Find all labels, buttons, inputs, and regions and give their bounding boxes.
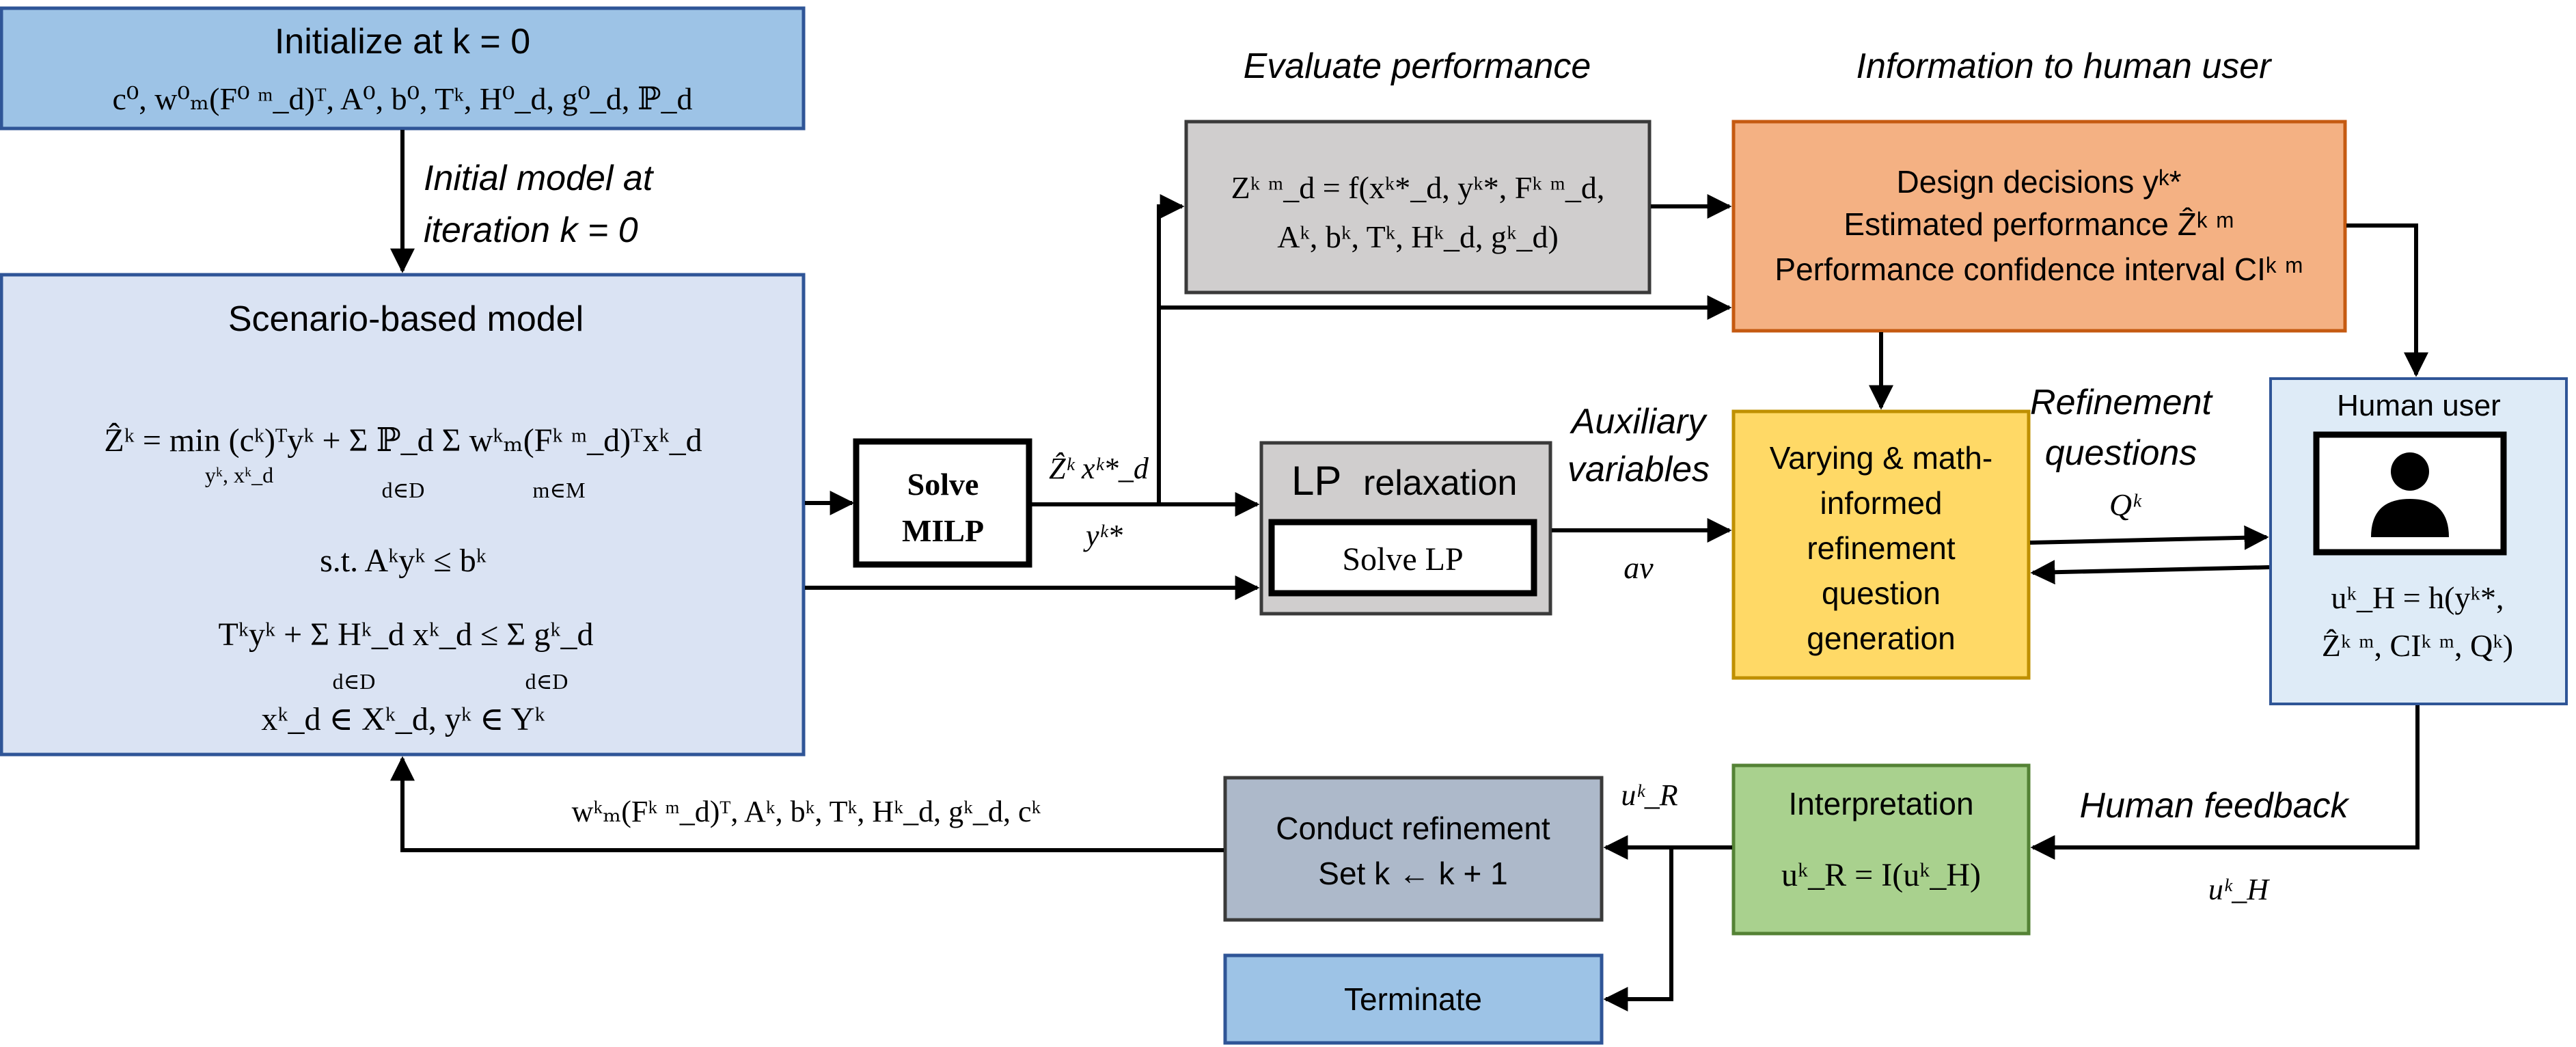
scenario-model-box: Scenario-based model Ẑᵏ = min (cᵏ)ᵀyᵏ + … — [0, 273, 806, 757]
arrow-milp-to-evaluate — [1157, 194, 1185, 504]
lp-title-lp: LP — [1291, 458, 1341, 504]
arrow-refinement-to-model — [390, 756, 1224, 852]
lp-relaxation-box: LP relaxation Solve LP — [1259, 441, 1552, 616]
interpretation-title: Interpretation — [1788, 786, 1973, 821]
label-human-feedback: Human feedback — [2079, 786, 2350, 826]
label-auxiliary-1: Auxiliary — [1570, 402, 1708, 441]
label-y-k: yᵏ* — [1083, 519, 1123, 552]
arrow-information-to-user — [2346, 223, 2428, 377]
arrow-question-to-user — [2029, 525, 2269, 550]
label-refinement-questions-2: questions — [2045, 433, 2197, 473]
conduct-refinement-bg — [1223, 776, 1604, 922]
constraint-sum-d-left: d∈D — [333, 669, 376, 694]
person-icon — [2371, 452, 2449, 537]
arrows — [390, 130, 2428, 1011]
label-feedback-params: wᵏₘ(Fᵏ ᵐ_d)ᵀ, Aᵏ, bᵏ, Tᵏ, Hᵏ_d, gᵏ_d, cᵏ — [572, 795, 1041, 828]
scenario-model-bg — [0, 273, 806, 757]
label-evaluate-performance: Evaluate performance — [1244, 46, 1591, 86]
initialize-box-bg — [0, 6, 806, 131]
evaluate-formula-line2: Aᵏ, bᵏ, Tᵏ, Hᵏ_d, gᵏ_d) — [1277, 219, 1559, 254]
question-line5: generation — [1807, 621, 1955, 656]
constraint-main: Tᵏyᵏ + Σ Hᵏ_d xᵏ_d ≤ Σ gᵏ_d — [219, 616, 594, 653]
solve-lp-label: Solve LP — [1342, 541, 1463, 577]
arrow-interpretation-to-terminate — [1603, 847, 1673, 1011]
label-initial-model-1: Initial model at — [424, 159, 655, 198]
evaluate-box: Zᵏ ᵐ_d = f(xᵏ*_d, yᵏ*, Fᵏ ᵐ_d, Aᵏ, bᵏ, T… — [1184, 120, 1652, 295]
initialize-box: Initialize at k = 0 c⁰, w⁰ₘ(F⁰ ᵐ_d)ᵀ, A⁰… — [0, 6, 806, 131]
label-initial-model-2: iteration k = 0 — [424, 210, 638, 250]
question-line4: question — [1822, 575, 1941, 611]
interpretation-box: Interpretation uᵏ_R = I(uᵏ_H) — [1731, 763, 2031, 936]
information-line2: Estimated performance Ẑᵏ ᵐ — [1844, 206, 2234, 242]
scenario-model-title: Scenario-based model — [228, 299, 584, 339]
label-information-to-user: Information to human user — [1856, 46, 2273, 86]
conduct-refinement-line1: Conduct refinement — [1276, 811, 1550, 846]
constraint-st: s.t. Aᵏyᵏ ≤ bᵏ — [320, 543, 487, 579]
solve-milp-line1: Solve — [907, 467, 979, 502]
solve-lp-box — [1268, 519, 1537, 597]
terminate-bg — [1223, 953, 1604, 1045]
label-z-x: Ẑᵏ xᵏ*_d — [1049, 452, 1149, 485]
human-user-title: Human user — [2337, 389, 2501, 422]
human-user-formula2: Ẑᵏ ᵐ, CIᵏ ᵐ, Qᵏ) — [2322, 628, 2513, 663]
solve-milp-line2: MILP — [902, 513, 984, 548]
interpretation-bg — [1731, 763, 2031, 936]
constraint-sum-d-right: d∈D — [525, 669, 568, 694]
information-bg — [1731, 120, 2347, 333]
human-user-formula1: uᵏ_H = h(yᵏ*, — [2331, 580, 2504, 615]
question-line3: refinement — [1807, 530, 1956, 566]
evaluate-bg — [1184, 120, 1652, 295]
arrow-user-to-question — [2030, 560, 2270, 585]
question-line2: informed — [1820, 485, 1943, 521]
question-line1: Varying & math- — [1770, 440, 1992, 476]
information-line1: Design decisions yᵏ* — [1896, 164, 2181, 200]
information-box: Design decisions yᵏ* Estimated performan… — [1731, 120, 2347, 333]
interpretation-formula: uᵏ_R = I(uᵏ_H) — [1781, 857, 1981, 893]
label-u-r: uᵏ_R — [1621, 778, 1677, 812]
initialize-title: Initialize at k = 0 — [275, 22, 530, 62]
objective-function: Ẑᵏ = min (cᵏ)ᵀyᵏ + Σ ℙ_d Σ wᵏₘ(Fᵏ ᵐ_d)ᵀx… — [104, 422, 702, 459]
label-q-k: Qᵏ — [2109, 487, 2142, 522]
sum-d-subscript: d∈D — [382, 478, 425, 502]
initialize-params: c⁰, w⁰ₘ(F⁰ ᵐ_d)ᵀ, A⁰, b⁰, Tᵏ, H⁰_d, g⁰_d… — [112, 81, 692, 116]
conduct-refinement-line2: Set k ← k + 1 — [1318, 856, 1507, 891]
evaluate-formula-line1: Zᵏ ᵐ_d = f(xᵏ*_d, yᵏ*, Fᵏ ᵐ_d, — [1231, 170, 1605, 205]
terminate-box: Terminate — [1223, 953, 1604, 1045]
human-user-box: Human user uᵏ_H = h(yᵏ*, Ẑᵏ ᵐ, CIᵏ ᵐ, Qᵏ… — [2269, 377, 2568, 705]
terminate-label: Terminate — [1344, 981, 1482, 1017]
domain-constraint: xᵏ_d ∈ Xᵏ_d, yᵏ ∈ Yᵏ — [261, 701, 545, 737]
label-av: av — [1623, 550, 1654, 585]
label-u-h: uᵏ_H — [2208, 873, 2270, 906]
label-refinement-questions-1: Refinement — [2030, 383, 2213, 422]
min-subscript: yᵏ, xᵏ_d — [205, 463, 273, 487]
question-generation-box: Varying & math- informed refinement ques… — [1731, 409, 2031, 680]
arrow-user-to-interpretation — [2030, 705, 2420, 860]
sum-m-subscript: m∈M — [532, 478, 585, 502]
information-line3: Performance confidence interval CIᵏ ᵐ — [1775, 251, 2303, 287]
solve-milp-box: Solve MILP — [853, 438, 1032, 568]
conduct-refinement-box: Conduct refinement Set k ← k + 1 — [1223, 776, 1604, 922]
question-generation-bg — [1731, 409, 2031, 680]
label-auxiliary-2: variables — [1567, 450, 1710, 489]
lp-title-rest: relaxation — [1363, 463, 1517, 503]
solve-milp-bg — [853, 438, 1032, 568]
